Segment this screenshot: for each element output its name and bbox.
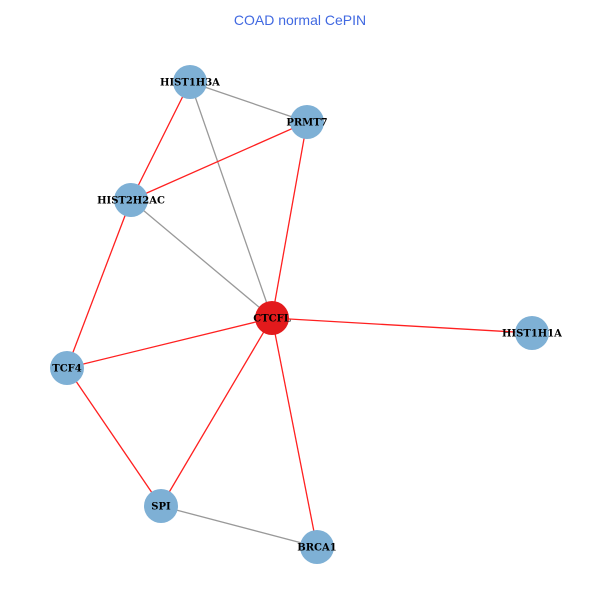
edge-hist2h2ac-tcf4 <box>66 199 132 369</box>
node-circle <box>255 301 289 335</box>
node-hist1h1a[interactable]: HIST1H1A <box>502 316 562 350</box>
edge-ctcfl-hist1h1a <box>271 317 533 334</box>
node-tcf4[interactable]: TCF4 <box>50 351 84 385</box>
edge-hist1h3a-ctcfl <box>189 81 273 319</box>
node-circle <box>173 65 207 99</box>
node-label: HIST1H1A <box>502 329 562 340</box>
node-hist2h2ac[interactable]: HIST2H2AC <box>97 183 165 217</box>
node-label: SPI <box>151 502 171 513</box>
node-label: TCF4 <box>52 364 82 375</box>
edge-prmt7-hist2h2ac <box>130 121 308 201</box>
node-brca1[interactable]: BRCA1 <box>297 530 337 564</box>
node-label: BRCA1 <box>297 543 336 554</box>
diagram-title: COAD normal CePIN <box>233 12 367 28</box>
node-circle <box>114 183 148 217</box>
node-circle <box>144 489 178 523</box>
node-circle <box>290 105 324 139</box>
node-label: PRMT7 <box>286 118 327 129</box>
edge-ctcfl-brca1 <box>271 317 318 548</box>
node-label: CTCFL <box>253 314 291 325</box>
edge-ctcfl-tcf4 <box>66 317 273 369</box>
node-circle <box>515 316 549 350</box>
node-hist1h3a[interactable]: HIST1H3A <box>160 65 220 99</box>
edge-hist1h3a-prmt7 <box>189 81 308 123</box>
edge-tcf4-spi <box>66 367 162 507</box>
edge-spi-brca1 <box>160 505 318 548</box>
node-circle <box>300 530 334 564</box>
node-ctcfl[interactable]: CTCFL <box>253 301 291 335</box>
edge-prmt7-ctcfl <box>271 121 308 319</box>
node-circle <box>50 351 84 385</box>
edge-ctcfl-spi <box>160 317 273 507</box>
edge-hist1h3a-hist2h2ac <box>130 81 191 201</box>
node-label: HIST2H2AC <box>97 196 165 207</box>
node-spi[interactable]: SPI <box>144 489 178 523</box>
node-prmt7[interactable]: PRMT7 <box>286 105 328 139</box>
edge-hist2h2ac-ctcfl <box>130 199 273 319</box>
node-label: HIST1H3A <box>160 78 220 89</box>
